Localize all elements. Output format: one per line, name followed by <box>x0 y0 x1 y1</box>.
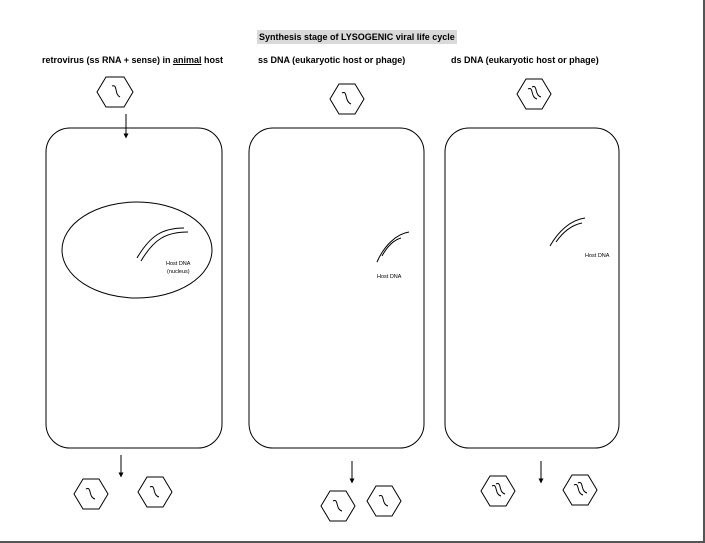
virus-hexagon-retrovirus-top <box>96 76 134 108</box>
host-dna-label-ss-dna: Host DNA <box>377 274 402 280</box>
host-dna-strand-ss-dna <box>376 231 410 263</box>
column-label-retrovirus-suffix: host <box>201 55 223 65</box>
virus-hexagon-retrovirus-progeny-1 <box>73 478 109 510</box>
virus-hexagon-ds-dna-progeny-2 <box>562 474 598 506</box>
virus-hexagon-ss-dna-top <box>329 83 365 115</box>
host-nucleus <box>61 201 213 299</box>
host-dna-label-ds-dna: Host DNA <box>585 253 610 259</box>
host-dna-strand-ds-dna <box>549 217 586 247</box>
column-label-ds-dna: ds DNA (eukaryotic host or phage) <box>451 55 599 65</box>
nucleus-label: (nucleus) <box>167 269 190 275</box>
column-label-ss-dna: ss DNA (eukaryotic host or phage) <box>258 55 406 65</box>
host-cell-retrovirus <box>45 127 223 449</box>
column-label-retrovirus: retrovirus (ss RNA + sense) in animal ho… <box>42 55 223 65</box>
host-cell-ss-dna <box>248 127 425 449</box>
host-cell-ds-dna <box>444 127 620 449</box>
virus-hexagon-ss-dna-progeny-1 <box>320 490 356 522</box>
host-dna-label-retrovirus: Host DNA <box>166 261 191 267</box>
column-label-retrovirus-underlined: animal <box>172 55 202 65</box>
virus-hexagon-ss-dna-progeny-2 <box>366 485 402 517</box>
diagram-title: Synthesis stage of LYSOGENIC viral life … <box>257 30 457 44</box>
virus-hexagon-ds-dna-progeny-1 <box>480 475 516 507</box>
virus-hexagon-retrovirus-progeny-2 <box>137 476 173 508</box>
column-label-retrovirus-text: retrovirus (ss RNA + sense) in <box>42 55 173 65</box>
virus-hexagon-ds-dna-top <box>516 78 552 110</box>
host-dna-strand-retrovirus <box>136 227 189 262</box>
